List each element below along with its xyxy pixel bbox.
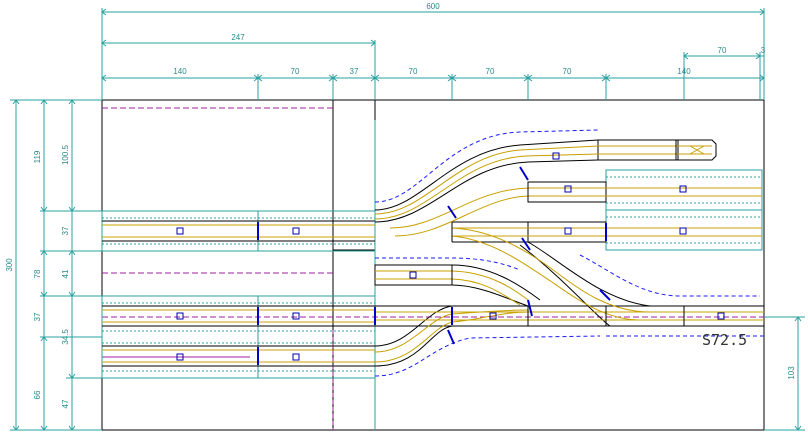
dim-left-mid-1: 78 <box>33 269 42 278</box>
dim-right-side: 103 <box>787 366 796 380</box>
dim-row-0: 140 <box>173 67 187 76</box>
dim-left-inner-2: 41 <box>61 269 70 278</box>
dim-top-mid: 247 <box>231 33 245 42</box>
dim-row-2: 37 <box>350 67 359 76</box>
dim-left-inner-3: 34.5 <box>61 329 70 345</box>
board-outline <box>101 99 765 431</box>
dim-row-3: 70 <box>409 67 418 76</box>
clearance-lines <box>102 176 762 372</box>
dim-left-outer: 300 <box>5 258 14 272</box>
dimension-lines <box>10 8 805 431</box>
dim-top-short-b: 3 <box>761 46 766 55</box>
blue-clearance-lines <box>374 129 764 377</box>
teal-module-boxes <box>101 120 763 430</box>
dim-top-short-a: 70 <box>718 46 727 55</box>
track-dividers <box>451 140 685 326</box>
dim-top-total: 600 <box>426 2 440 11</box>
rails-right <box>374 145 764 363</box>
track-label: S72.5 <box>702 331 747 349</box>
dim-left-inner-1: 37 <box>61 226 70 235</box>
track-edges-right <box>374 139 764 367</box>
dim-left-inner-4: 47 <box>61 399 70 408</box>
dim-row-4: 70 <box>486 67 495 76</box>
dim-row-5: 70 <box>563 67 572 76</box>
rail-joints <box>257 166 611 365</box>
track-edges-left <box>102 220 375 367</box>
dim-row-6: 140 <box>677 67 691 76</box>
dim-row-1: 70 <box>291 67 300 76</box>
rails-left <box>102 224 375 363</box>
dim-left-mid-0: 119 <box>33 150 42 163</box>
dimension-arrows <box>12 8 802 431</box>
dim-left-mid-2: 37 <box>33 312 42 321</box>
dim-left-mid-3: 66 <box>33 390 42 399</box>
dim-left-inner-0: 100.5 <box>61 144 70 165</box>
feeder-markers <box>176 152 725 361</box>
